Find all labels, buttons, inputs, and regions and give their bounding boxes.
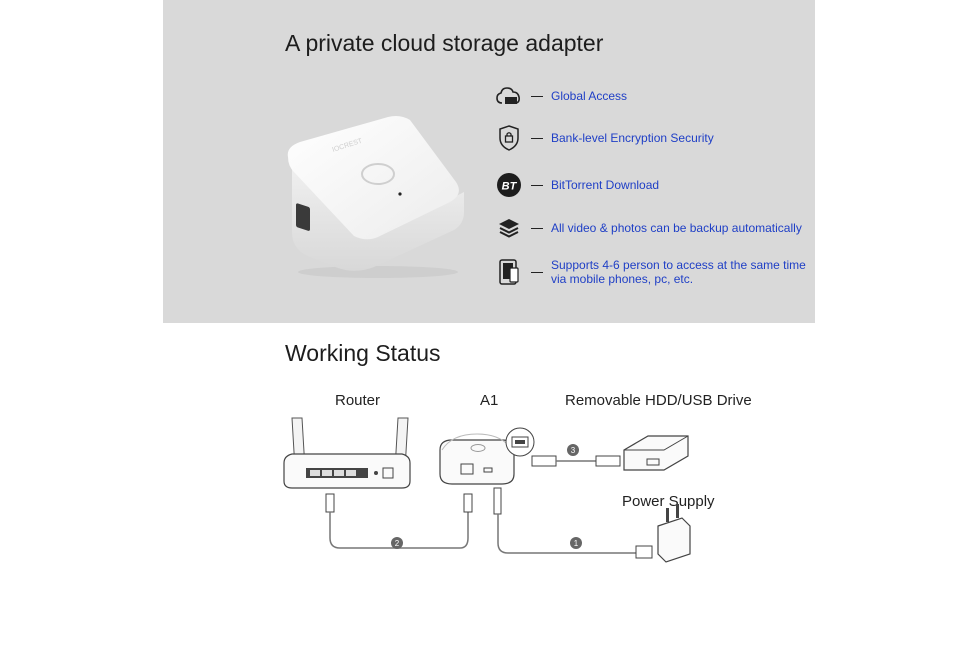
svg-text:3: 3	[571, 446, 576, 455]
connection-diagram: 3 1 2	[283, 417, 691, 563]
feature-encryption: Bank-level Encryption Security	[495, 124, 714, 152]
feature-label: BitTorrent Download	[551, 178, 660, 192]
hero-panel	[163, 0, 815, 323]
device-image: IOCREST	[287, 116, 464, 278]
feature-label-line2: via mobile phones, pc, etc.	[551, 272, 694, 286]
feature-global-access: Global Access	[495, 82, 627, 110]
bittorrent-icon: BT	[495, 171, 523, 199]
device-label: A1	[480, 392, 499, 409]
feature-label: Global Access	[551, 89, 628, 103]
shield-lock-icon	[495, 124, 523, 152]
feature-label: Bank-level Encryption Security	[551, 131, 714, 145]
layers-icon	[495, 214, 523, 242]
power-adapter-illustration	[635, 504, 691, 563]
devices-icon	[495, 258, 523, 286]
power-label: Power Supply	[622, 493, 715, 510]
feature-label: All video & photos can be backup automat…	[551, 221, 802, 235]
feature-bittorrent: BT BitTorrent Download	[495, 171, 659, 199]
svg-text:1: 1	[574, 539, 579, 548]
feature-backup: All video & photos can be backup automat…	[495, 214, 802, 242]
router-label: Router	[335, 392, 381, 409]
drive-label: Removable HDD/USB Drive	[565, 392, 752, 409]
cloud-icon	[495, 82, 523, 110]
router-illustration	[283, 417, 411, 489]
feature-multi-access: Supports 4-6 person to access at the sam…	[495, 258, 806, 286]
hero-title: A private cloud storage adapter	[285, 30, 604, 56]
working-status-title: Working Status	[285, 340, 441, 366]
bittorrent-icon-text: BT	[502, 181, 518, 193]
hdd-illustration	[623, 435, 689, 471]
feature-label: Supports 4-6 person to access at the sam…	[551, 258, 806, 272]
svg-text:2: 2	[395, 539, 400, 548]
a1-illustration	[439, 433, 515, 485]
